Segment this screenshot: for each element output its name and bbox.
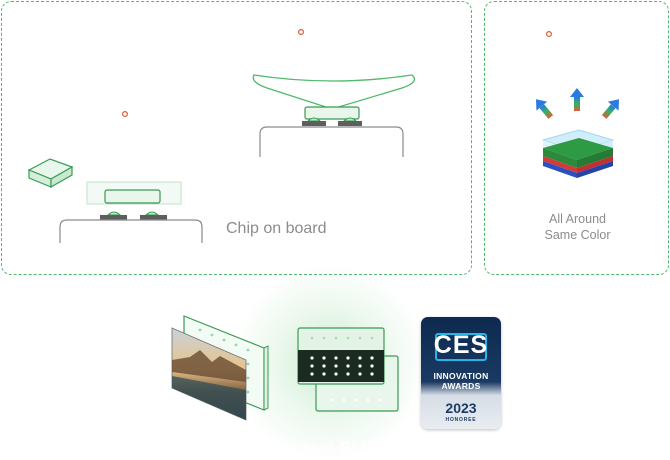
badge-line-awards: AWARDS	[441, 381, 481, 391]
indicator-dot	[121, 110, 128, 117]
led-matrix-illustration	[297, 327, 399, 412]
led-dome	[342, 117, 358, 122]
layer-red	[543, 156, 577, 173]
solder-pad	[140, 215, 167, 220]
same-color-illustration	[536, 31, 619, 178]
chip-cube-side	[50, 165, 73, 189]
arrow-up-icon	[570, 88, 584, 111]
circuit-board	[259, 126, 404, 157]
ces-logo: CES	[433, 331, 489, 359]
indicator-dot	[545, 31, 552, 38]
layer-red	[577, 156, 613, 173]
badge-honoree: HONOREE	[445, 417, 477, 423]
ces-innovation-award-badge: CES INNOVATION AWARDS 2023 HONOREE	[421, 317, 501, 429]
layer-green-side	[543, 148, 577, 168]
same-color-caption-line2: Same Color	[544, 228, 611, 242]
display-panel-illustration	[171, 315, 269, 421]
arrow-up-left-icon	[536, 99, 554, 119]
arrow-up-right-icon	[601, 99, 619, 119]
led-dome	[144, 211, 160, 216]
ces-logo-frame	[435, 333, 487, 361]
chip-on-board-panel: Chip on board	[1, 1, 472, 275]
layer-green	[543, 138, 613, 160]
chip-on-board-caption: Chip on board	[226, 220, 327, 237]
same-color-caption: All Around Same Color	[485, 211, 670, 243]
same-color-caption-line1: All Around	[549, 212, 606, 226]
layer-blue	[577, 161, 613, 178]
badge-year: 2023	[445, 400, 477, 416]
badge-line-innovation: INNOVATION	[433, 371, 489, 381]
layer-green-side	[577, 148, 613, 168]
layer-blue	[543, 161, 577, 178]
chip-block	[104, 189, 161, 204]
light-spread-shape	[252, 74, 416, 110]
led-dome	[306, 117, 322, 122]
solder-pad	[302, 121, 326, 126]
indicator-dot	[298, 29, 305, 36]
chip-block	[304, 106, 360, 120]
direct-blu-label: Direct BLU	[286, 440, 374, 457]
led-dome	[106, 211, 122, 216]
circuit-board	[59, 219, 203, 243]
chip-on-board-illustration	[27, 29, 416, 243]
same-color-panel: All Around Same Color	[484, 1, 669, 275]
led-matrix-dots	[310, 356, 374, 376]
solder-pad	[100, 215, 127, 220]
solder-pad	[338, 121, 362, 126]
back-led-dots	[330, 398, 382, 402]
